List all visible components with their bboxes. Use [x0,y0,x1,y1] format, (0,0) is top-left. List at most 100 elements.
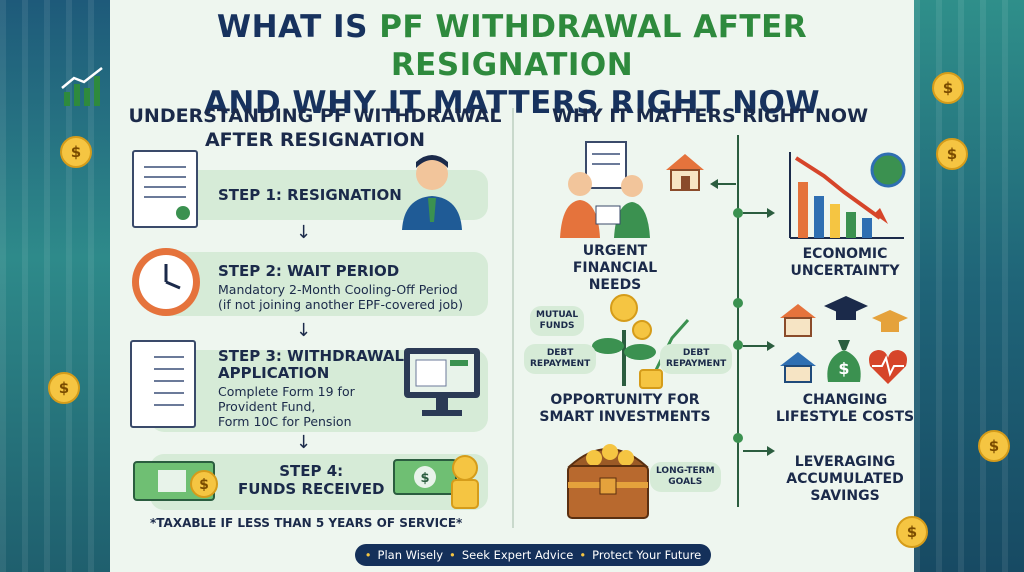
left-title-line2: AFTER RESIGNATION [204,129,426,151]
bullet-icon: • [364,548,372,562]
lifestyle-costs-label: CHANGING LIFESTYLE COSTS [770,392,920,426]
opportunity-line2: SMART INVESTMENTS [539,409,711,425]
svg-text:$: $ [420,471,429,486]
longterm-line1: LONG-TERM [656,466,715,476]
step-3-title-line1: STEP 3: WITHDRAWAL [218,347,405,365]
left-panel-title: UNDERSTANDING PF WITHDRAWAL AFTER RESIGN… [120,104,510,152]
taxable-footnote: *TAXABLE IF LESS THAN 5 YEARS OF SERVICE… [150,516,463,530]
step-2-desc: Mandatory 2-Month Cooling-Off Period (if… [218,282,463,312]
man-avatar-icon [402,155,462,230]
graduation-cap-icon [824,296,868,320]
arrow-down-icon: ↓ [296,222,312,243]
dollar-coin-icon: $ [936,138,968,170]
right-panel-title: WHY IT MATTERS RIGHT NOW [551,105,869,127]
step-3-title-line2: APPLICATION [218,364,330,382]
house-icon [666,154,704,191]
longterm-line2: GOALS [668,477,703,487]
debt-left-line2: REPAYMENT [530,359,591,369]
heart-pulse-icon [869,350,907,384]
cash-icon: $ [133,461,218,501]
urgent-line2: NEEDS [588,277,642,293]
bullet-icon: • [579,548,587,562]
opportunity-label: OPPORTUNITY FOR SMART INVESTMENTS [535,392,715,426]
chart-down-icon [789,152,906,239]
lifestyle-line1: CHANGING [802,392,888,408]
urgent-line1: URGENT FINANCIAL [572,243,658,276]
growth-chart-icon [61,67,103,106]
title-line2: AND WHY IT MATTERS RIGHT NOW [203,85,821,121]
couple-bills-icon [560,141,650,238]
graduation-cap-icon [872,310,908,332]
long-term-goals-chip: LONG-TERM GOALS [650,462,721,492]
left-title-line1: UNDERSTANDING PF WITHDRAWAL [128,105,502,127]
timeline-node [733,208,743,218]
step-3-desc: Complete Form 19 for Provident Fund, For… [218,384,355,429]
footer-tips-bar: • Plan Wisely • Seek Expert Advice • Pro… [355,544,711,566]
step-4-title-line2: FUNDS RECEIVED [238,480,385,498]
panel-divider [512,108,514,528]
dollar-coin-icon: $ [978,430,1010,462]
dollar-coin-icon: $ [60,136,92,168]
leveraging-line2: ACCUMULATED [786,471,904,487]
connector-arrow [710,179,736,189]
clock-icon [132,248,200,316]
step-4-title: STEP 4: FUNDS RECEIVED [238,462,384,498]
svg-text:$: $ [838,359,849,378]
footer-tip-3: Protect Your Future [592,548,702,562]
plant-coins-icon [592,294,690,389]
connector-arrow [743,208,775,218]
step-2-title: STEP 2: WAIT PERIOD [218,262,400,280]
step-1-title: STEP 1: RESIGNATION [218,186,402,204]
footer-tip-1: Plan Wisely [377,548,444,562]
economic-line2: UNCERTAINTY [790,263,900,279]
debt-repayment-chip-left: DEBT REPAYMENT [524,344,597,374]
step-3-desc-line2: Provident Fund, [218,399,316,414]
houses-icon [780,304,816,383]
left-decoration [0,0,110,572]
coins-icon: $ [393,455,479,509]
step-2-desc-line1: Mandatory 2-Month Cooling-Off Period [218,282,458,297]
timeline-spine [737,135,739,507]
svg-text:$: $ [199,477,209,493]
monitor-icon [404,348,480,416]
form-icon [130,340,196,428]
footer-tip-2: Seek Expert Advice [461,548,574,562]
title-line1-part1: WHAT IS [216,9,380,45]
arrow-down-icon: ↓ [296,432,312,453]
timeline-node [733,298,743,308]
leveraging-savings-label: LEVERAGING ACCUMULATED SAVINGS [770,454,920,505]
debt-right-line1: DEBT [682,348,710,358]
lifestyle-line2: LIFESTYLE COSTS [775,409,915,425]
mutual-line1: MUTUAL [536,310,579,320]
right-decoration [914,0,1024,572]
leveraging-line1: LEVERAGING [794,454,896,470]
bullet-icon: • [449,548,456,562]
arrow-down-icon: ↓ [296,320,312,341]
step-4-title-line1: STEP 4: [279,462,344,480]
debt-repayment-chip-right: DEBT REPAYMENT [660,344,733,374]
mutual-line2: FUNDS [539,321,575,331]
economic-line1: ECONOMIC [802,246,888,262]
debt-left-line1: DEBT [546,348,574,358]
step-3-desc-line1: Complete Form 19 for [218,384,355,399]
title-line1-accent: PF WITHDRAWAL AFTER RESIGNATION [379,9,808,83]
timeline-node [733,340,743,350]
dollar-coin-icon: $ [48,372,80,404]
debt-right-line2: REPAYMENT [666,359,727,369]
opportunity-line1: OPPORTUNITY FOR [550,392,700,408]
connector-arrow [743,446,775,456]
timeline-node [733,433,743,443]
dollar-coin-icon: $ [896,516,928,548]
step-3-desc-line3: Form 10C for Pension [218,414,352,429]
step-2-desc-line2: (if not joining another EPF-covered job) [218,297,463,312]
dollar-coin-icon: $ [932,72,964,104]
page-title: WHAT IS PF WITHDRAWAL AFTER RESIGNATION … [120,8,904,122]
leveraging-line3: SAVINGS [810,488,880,504]
treasure-chest-icon [567,444,649,519]
step-2-card [150,252,488,316]
economic-uncertainty-label: ECONOMIC UNCERTAINTY [770,246,920,280]
mutual-funds-chip: MUTUAL FUNDS [530,306,585,336]
urgent-needs-label: URGENT FINANCIAL NEEDS [540,243,690,294]
document-icon [132,150,198,228]
step-3-title: STEP 3: WITHDRAWAL APPLICATION [218,348,404,382]
